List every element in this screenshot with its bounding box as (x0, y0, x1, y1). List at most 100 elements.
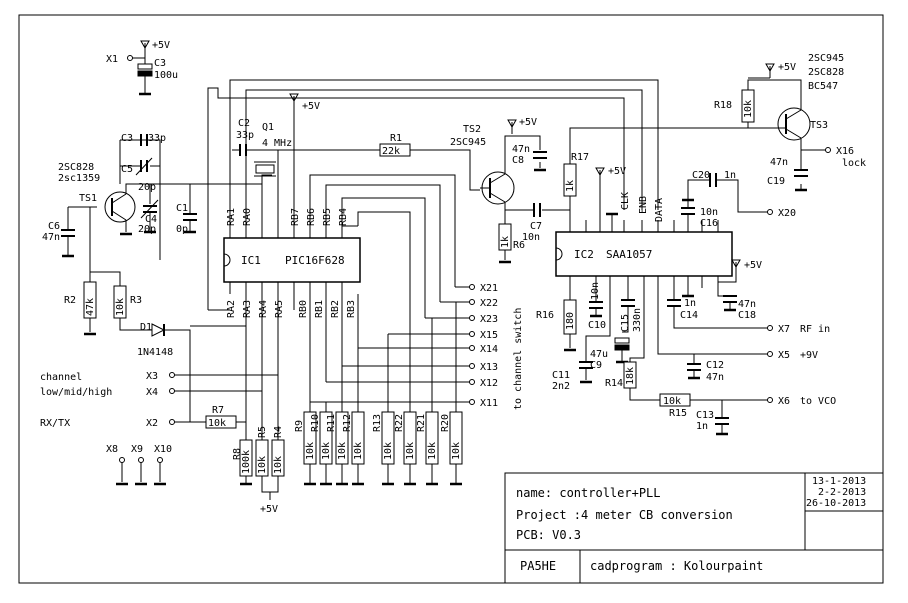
svg-text:to VCO: to VCO (800, 396, 836, 407)
ic1-pin-ra5: RA5 (274, 300, 285, 318)
svg-text:R13: R13 (372, 414, 383, 432)
svg-text:10n: 10n (522, 232, 540, 243)
ic1-body (223, 237, 361, 283)
svg-text:C1: C1 (176, 203, 188, 214)
ts3-section: TS3 2SC945 2SC828 BC547 +5V 10k R18 47n … (714, 53, 866, 192)
ic1-part: PIC16F628 (285, 254, 345, 267)
ts2-section: TS2 2SC945 +5V 47n C8 1k R6 C7 10n (450, 117, 570, 264)
svg-text:R15: R15 (669, 408, 687, 419)
svg-text:+9V: +9V (800, 350, 818, 361)
ic1-block: IC1 PIC16F628 RA1 RA0 RB7 RB6 RB5 RB4 RA… (223, 208, 361, 318)
svg-text:low/mid/high: low/mid/high (40, 387, 112, 398)
svg-text:0p: 0p (176, 224, 188, 235)
svg-text:R22: R22 (394, 414, 405, 432)
x1-terminal (127, 55, 133, 61)
c3a-value: 100u (154, 70, 178, 81)
ic1-pin-ra0: RA0 (242, 208, 253, 226)
svg-text:C14: C14 (680, 310, 698, 321)
svg-text:33p: 33p (236, 130, 254, 141)
ic2-part: SAA1057 (606, 248, 652, 261)
svg-text:+5V: +5V (260, 504, 278, 515)
svg-text:1n: 1n (696, 421, 708, 432)
svg-text:1n: 1n (724, 170, 736, 181)
svg-text:X3: X3 (146, 371, 158, 382)
svg-text:X13: X13 (480, 362, 498, 373)
svg-text:+5V: +5V (519, 117, 537, 128)
svg-text:X16: X16 (836, 146, 854, 157)
svg-text:2SC828: 2SC828 (58, 162, 94, 173)
svg-text:C12: C12 (706, 360, 724, 371)
svg-text:R18: R18 (714, 100, 732, 111)
svg-text:10k: 10k (337, 442, 348, 460)
svg-text:22k: 22k (382, 146, 400, 157)
svg-text:C3: C3 (121, 133, 133, 144)
svg-text:C19: C19 (767, 176, 785, 187)
svg-text:DATA: DATA (654, 198, 665, 222)
svg-text:10k: 10k (115, 298, 126, 316)
title-date-1: 13-1-2013 (812, 476, 866, 487)
svg-text:R10: R10 (310, 414, 321, 432)
ic1-pin-ra4: RA4 (258, 300, 269, 318)
svg-text:X8: X8 (106, 444, 118, 455)
ic2-top-wiring: 1k R17 +5V X20 C20 1n 10n C16 (563, 127, 796, 229)
switch-label: to channel switch (513, 308, 524, 410)
title-cadprogram: cadprogram : Kolourpaint (590, 559, 763, 573)
svg-text:C8: C8 (512, 155, 524, 166)
svg-text:X4: X4 (146, 387, 158, 398)
svg-text:10k: 10k (451, 442, 462, 460)
ic1-pin-rb7: RB7 (290, 208, 301, 226)
svg-text:10k: 10k (743, 100, 754, 118)
ic1-pin-rb3: RB3 (346, 300, 357, 318)
svg-text:47n: 47n (706, 372, 724, 383)
title-block: name: controller+PLL Project :4 meter CB… (504, 472, 884, 584)
input-terminals: channel low/mid/high RX/TX X3 X4 X2 10k … (40, 371, 278, 486)
svg-text:C18: C18 (738, 310, 756, 321)
svg-text:X22: X22 (480, 298, 498, 309)
c3a-ref: C3 (154, 58, 166, 69)
svg-text:BC547: BC547 (808, 81, 838, 92)
ic1-pin-rb4: RB4 (338, 208, 349, 226)
svg-text:R3: R3 (130, 295, 142, 306)
svg-text:R2: R2 (64, 295, 76, 306)
svg-text:1k: 1k (500, 236, 511, 248)
svg-text:X2: X2 (146, 418, 158, 429)
svg-text:47k: 47k (85, 298, 96, 316)
svg-text:channel: channel (40, 372, 82, 383)
supply-icon (140, 40, 150, 56)
svg-text:+5V: +5V (152, 40, 170, 51)
svg-text:C15: C15 (620, 314, 631, 332)
svg-text:33p: 33p (148, 133, 166, 144)
svg-text:20p: 20p (138, 224, 156, 235)
svg-text:RF in: RF in (800, 324, 830, 335)
svg-text:10k: 10k (427, 442, 438, 460)
svg-text:X21: X21 (480, 283, 498, 294)
svg-text:R14: R14 (605, 378, 623, 389)
svg-text:2n2: 2n2 (552, 381, 570, 392)
svg-text:TS2: TS2 (463, 124, 481, 135)
svg-text:+5V: +5V (778, 62, 796, 73)
svg-text:R17: R17 (571, 152, 589, 163)
svg-text:X15: X15 (480, 330, 498, 341)
title-date-2: 2-2-2013 (818, 487, 866, 498)
svg-text:18k: 18k (625, 367, 636, 385)
svg-text:D1: D1 (140, 322, 152, 333)
svg-text:47n: 47n (738, 299, 756, 310)
svg-text:X6: X6 (778, 396, 790, 407)
svg-text:X23: X23 (480, 314, 498, 325)
svg-text:C16: C16 (700, 218, 718, 229)
svg-text:C9: C9 (590, 360, 602, 371)
ic1-wiring (190, 79, 659, 412)
svg-text:R9: R9 (294, 420, 305, 432)
svg-text:TS3: TS3 (810, 120, 828, 131)
svg-text:10k: 10k (383, 442, 394, 460)
title-author: PA5HE (520, 559, 556, 573)
svg-text:10k: 10k (663, 396, 681, 407)
sheet-border (18, 14, 884, 584)
svg-text:R6: R6 (513, 240, 525, 251)
svg-text:10k: 10k (353, 442, 364, 460)
svg-text:X5: X5 (778, 350, 790, 361)
svg-text:47n: 47n (42, 232, 60, 243)
ic1-pin-rb6: RB6 (306, 208, 317, 226)
svg-text:X11: X11 (480, 398, 498, 409)
